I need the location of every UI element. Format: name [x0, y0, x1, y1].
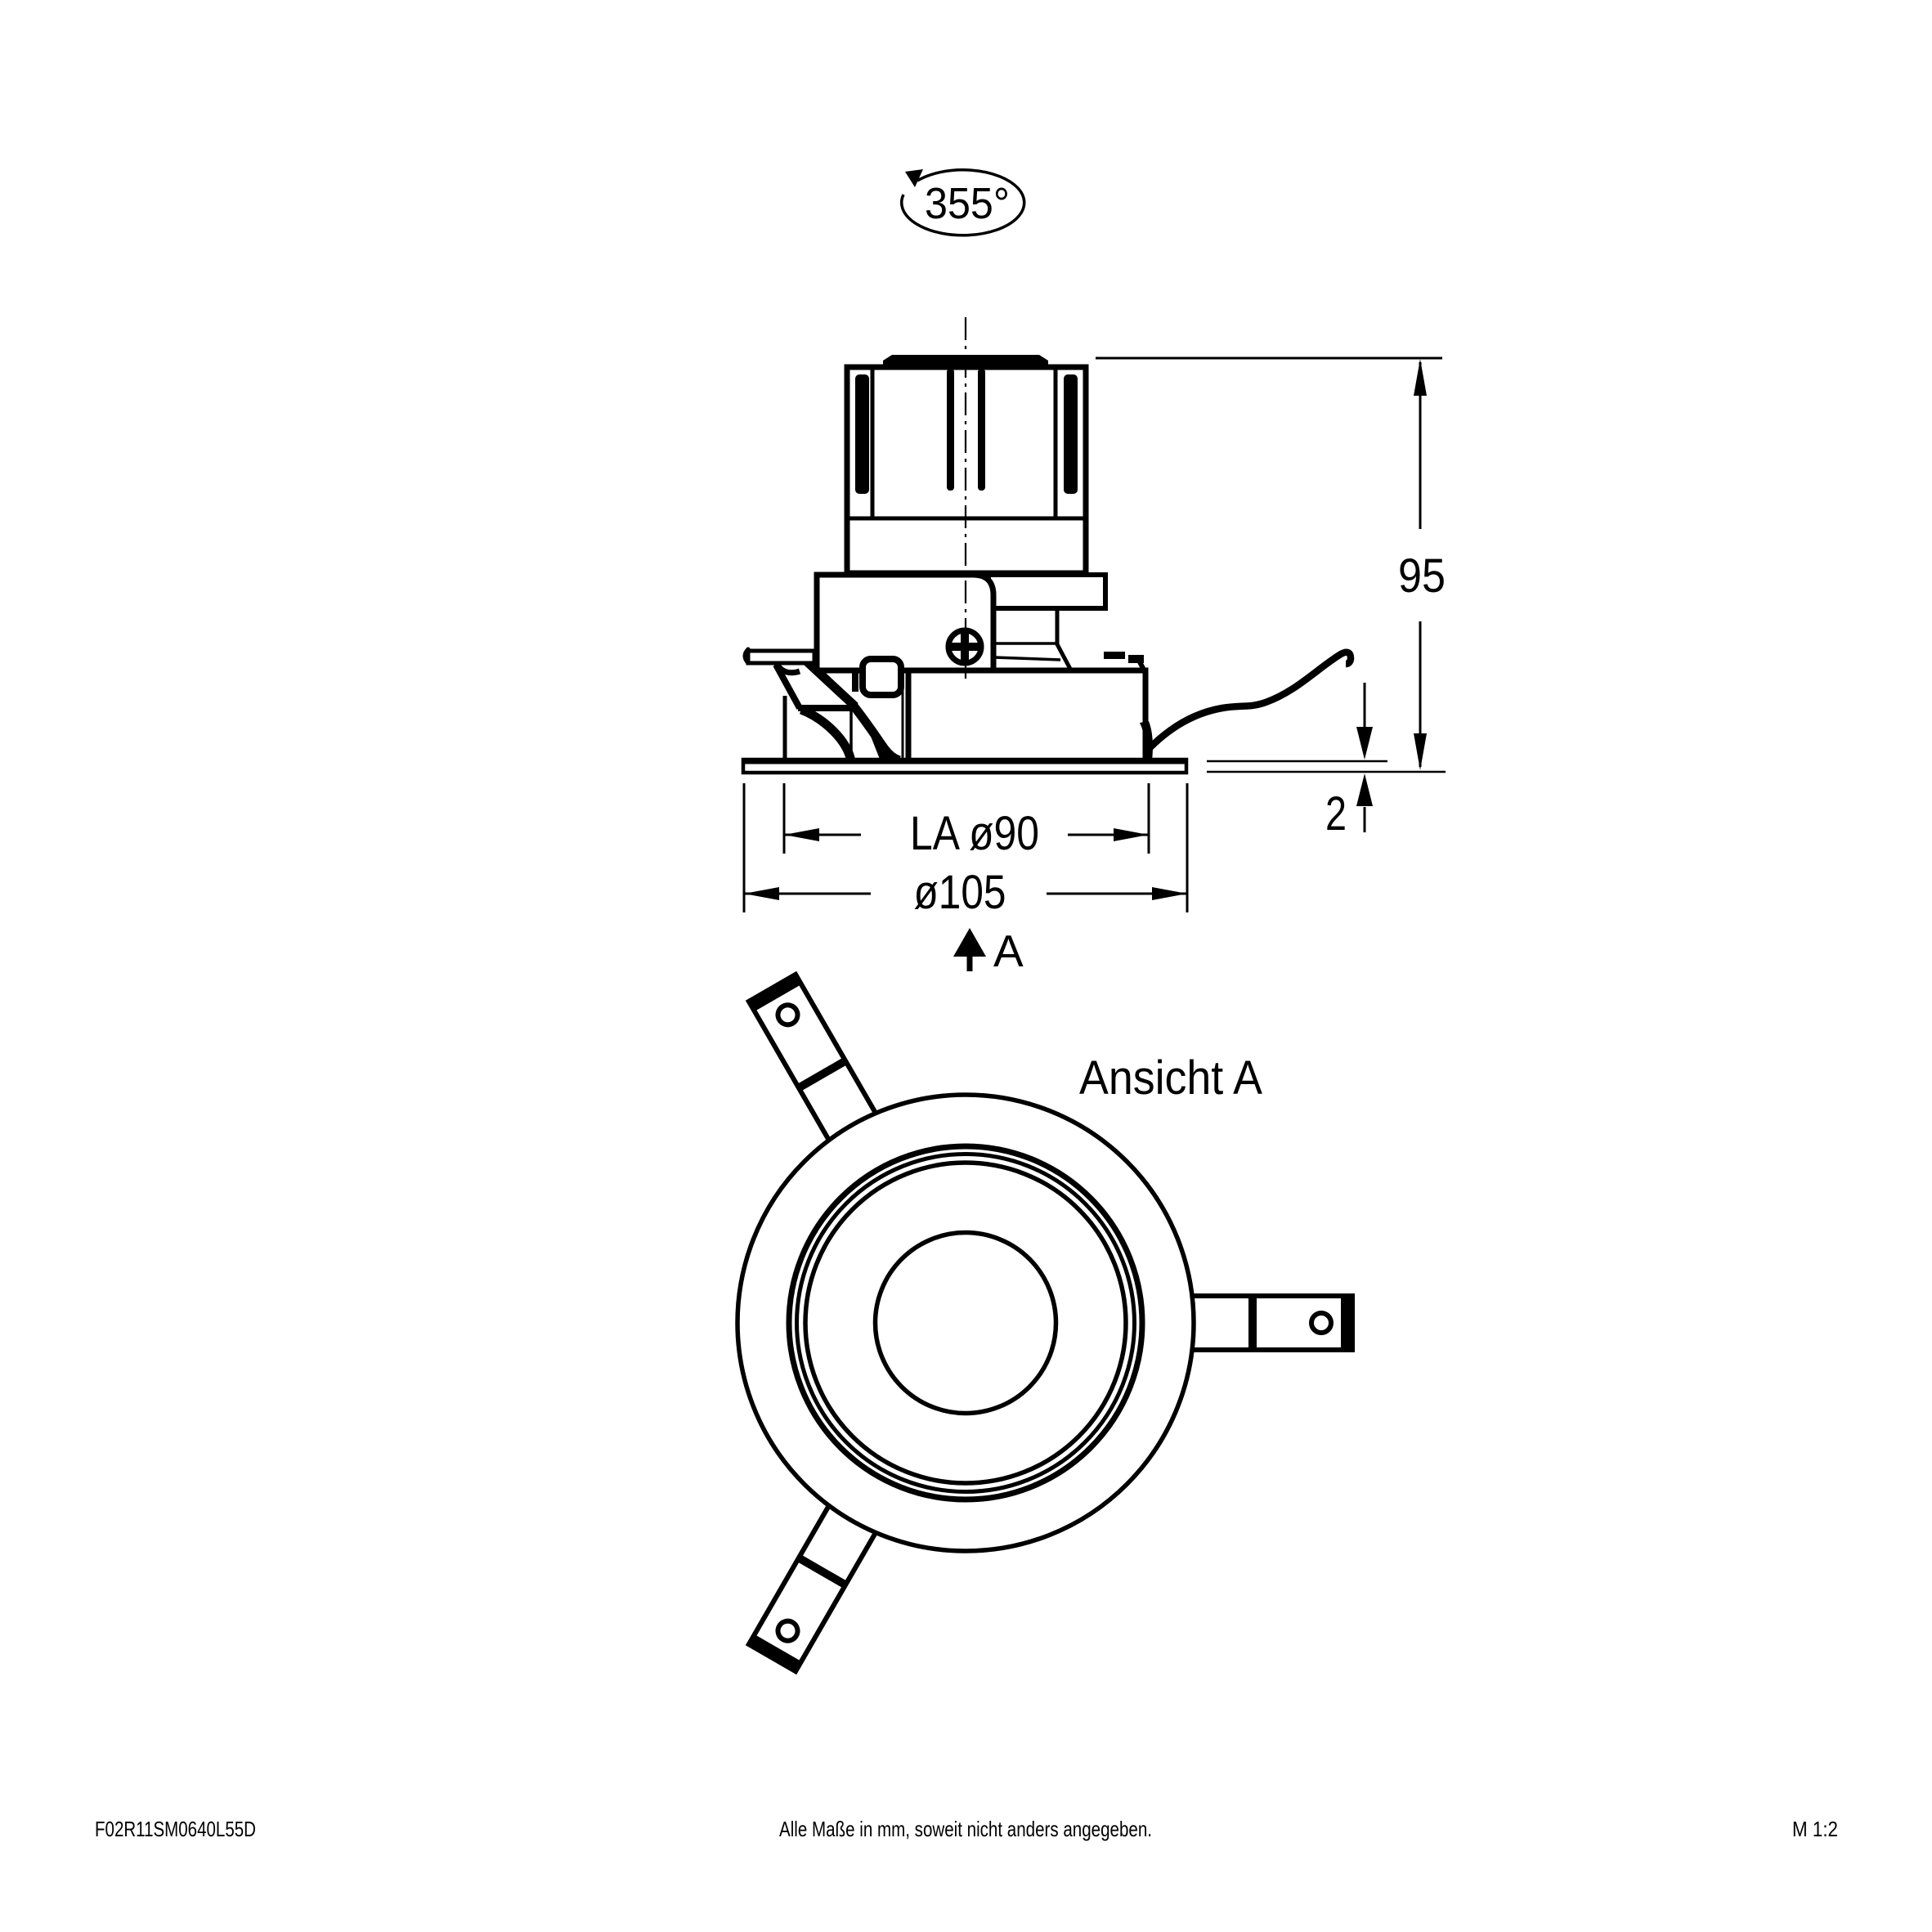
- svg-text:LA ø90: LA ø90: [910, 807, 1039, 860]
- svg-text:A: A: [993, 926, 1024, 976]
- svg-text:M 1:2: M 1:2: [1792, 1817, 1838, 1841]
- svg-text:ø105: ø105: [914, 866, 1006, 919]
- svg-text:F02R11SM0640L55D: F02R11SM0640L55D: [95, 1817, 256, 1841]
- svg-text:2: 2: [1325, 787, 1347, 840]
- svg-text:355°: 355°: [925, 179, 1010, 228]
- svg-text:Ansicht A: Ansicht A: [1079, 1051, 1262, 1105]
- svg-text:Alle Maße in mm, soweit nicht: Alle Maße in mm, soweit nicht anders ang…: [779, 1817, 1152, 1841]
- svg-text:95: 95: [1398, 549, 1446, 603]
